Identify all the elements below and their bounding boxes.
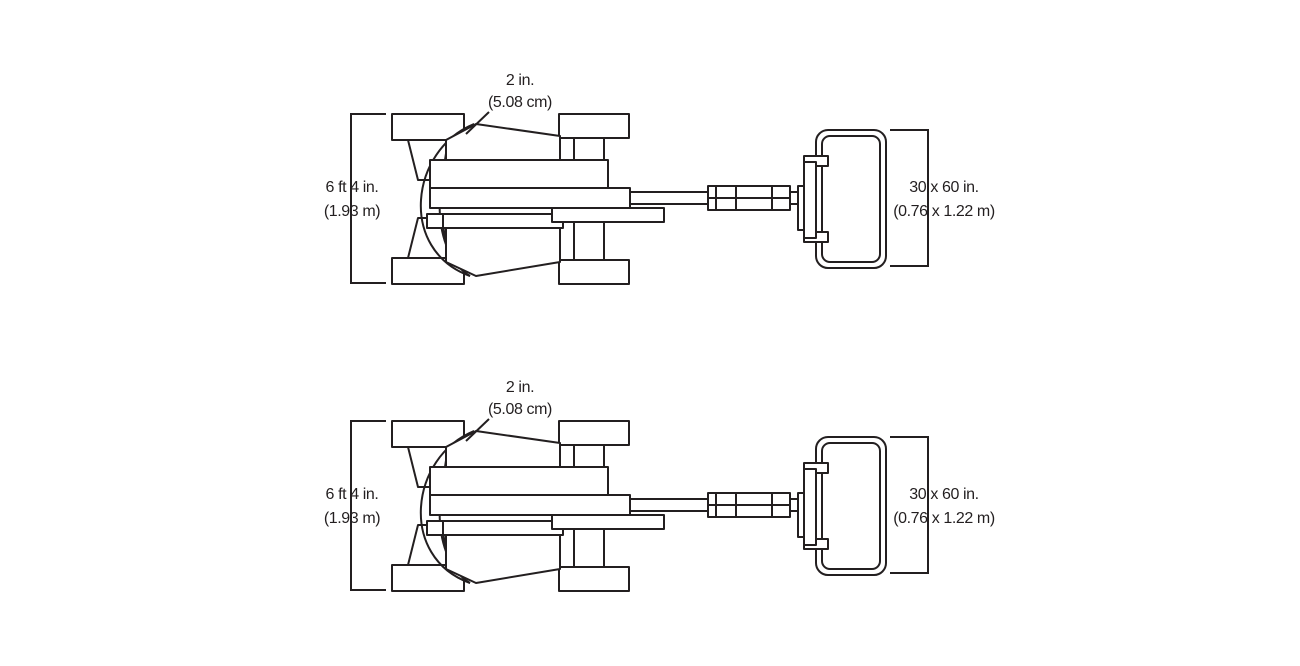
platform-size-metric-label: (0.76 x 1.22 m) (893, 203, 995, 220)
clearance-label: 2 in. (506, 72, 534, 89)
lift-diagram-view-1: 2 in. (5.08 cm) 6 ft 4 in. (1.93 m) 30 x… (324, 72, 995, 285)
lift-diagram-view-2: 2 in. (5.08 cm) 6 ft 4 in. (1.93 m) 30 x… (324, 379, 995, 592)
machine-width-label: 6 ft 4 in. (326, 179, 379, 196)
clearance-metric-label: (5.08 cm) (488, 94, 552, 111)
clearance-metric-label: (5.08 cm) (488, 401, 552, 418)
machine-width-label: 6 ft 4 in. (326, 486, 379, 503)
platform-size-label: 30 x 60 in. (909, 179, 978, 196)
platform-size-label: 30 x 60 in. (909, 486, 978, 503)
machine-width-metric-label: (1.93 m) (324, 203, 380, 220)
machine-width-metric-label: (1.93 m) (324, 510, 380, 527)
platform-size-metric-label: (0.76 x 1.22 m) (893, 510, 995, 527)
clearance-label: 2 in. (506, 379, 534, 396)
